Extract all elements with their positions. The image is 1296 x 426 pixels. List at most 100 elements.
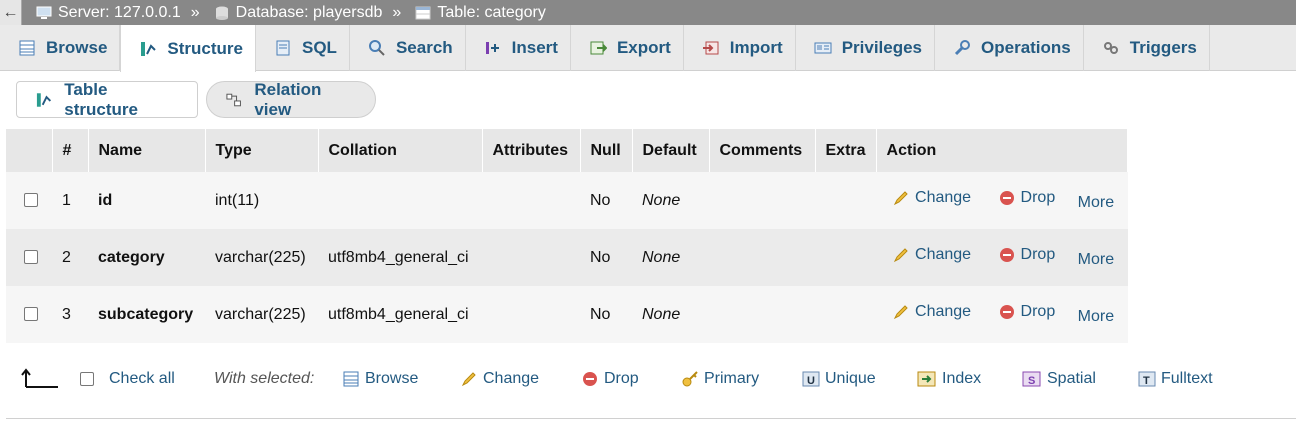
tab-import[interactable]: Import bbox=[684, 25, 796, 71]
bulk-index-label: Index bbox=[942, 370, 982, 387]
insert-icon bbox=[485, 42, 499, 54]
check-all[interactable]: Check all bbox=[80, 370, 175, 388]
tab-privileges[interactable]: Privileges bbox=[796, 25, 936, 71]
bulk-unique-label: Unique bbox=[825, 370, 876, 387]
change-link[interactable]: Change bbox=[892, 246, 971, 264]
row-checkbox[interactable] bbox=[24, 250, 38, 265]
breadcrumb-server[interactable]: Server: 127.0.0.1 bbox=[36, 4, 181, 22]
wrench-icon bbox=[954, 40, 971, 56]
row-name: id bbox=[88, 172, 205, 229]
row-null: No bbox=[580, 229, 632, 286]
header-null[interactable]: Null bbox=[580, 129, 633, 172]
header-extra[interactable]: Extra bbox=[815, 129, 877, 172]
change-link[interactable]: Change bbox=[892, 303, 971, 321]
bulk-drop-button[interactable]: Drop bbox=[581, 370, 639, 388]
row-checkbox[interactable] bbox=[24, 307, 38, 322]
bulk-browse-label: Browse bbox=[365, 370, 419, 387]
header-type[interactable]: Type bbox=[205, 129, 319, 172]
header-select bbox=[6, 129, 53, 172]
tab-sql[interactable]: SQL bbox=[256, 25, 350, 71]
row-type: varchar(225) bbox=[205, 286, 318, 343]
tab-browse-label: Browse bbox=[46, 38, 108, 57]
change-label: Change bbox=[915, 246, 972, 263]
tab-bar: Browse Structure SQL Search Insert Expor… bbox=[0, 25, 1296, 72]
breadcrumb-database[interactable]: Database: playersdb bbox=[214, 4, 382, 22]
row-checkbox-cell bbox=[6, 229, 52, 286]
row-default: None bbox=[632, 286, 709, 343]
row-name: subcategory bbox=[88, 286, 205, 343]
unique-icon: U bbox=[802, 371, 820, 387]
bulk-change-button[interactable]: Change bbox=[460, 370, 539, 388]
tab-export[interactable]: Export bbox=[571, 25, 684, 71]
row-collation bbox=[318, 172, 482, 229]
breadcrumb-separator: » bbox=[392, 3, 402, 21]
more-link[interactable]: More bbox=[1077, 308, 1115, 325]
relation-icon bbox=[226, 93, 241, 106]
check-all-checkbox[interactable] bbox=[80, 372, 94, 386]
subtab-table-structure[interactable]: Table structure bbox=[16, 80, 198, 119]
structure-icon bbox=[36, 92, 52, 107]
breadcrumb-server-label: Server: 127.0.0.1 bbox=[58, 3, 181, 21]
bulk-fulltext-label: Fulltext bbox=[1161, 370, 1213, 387]
row-comments bbox=[709, 172, 815, 229]
tab-structure[interactable]: Structure bbox=[120, 25, 256, 72]
row-number: 3 bbox=[52, 286, 88, 343]
table-row: 2 category varchar(225) utf8mb4_general_… bbox=[6, 229, 1128, 286]
database-icon bbox=[215, 6, 228, 20]
bulk-spatial-label: Spatial bbox=[1047, 370, 1096, 387]
row-checkbox-cell bbox=[6, 172, 52, 229]
drop-link[interactable]: Drop bbox=[998, 303, 1055, 321]
row-attributes bbox=[482, 286, 580, 343]
row-extra bbox=[815, 172, 877, 229]
index-icon bbox=[917, 371, 936, 387]
tab-browse[interactable]: Browse bbox=[0, 25, 121, 71]
drop-link[interactable]: Drop bbox=[998, 189, 1055, 207]
header-name[interactable]: Name bbox=[88, 129, 206, 172]
table-row: 1 id int(11) No None Change Drop More bbox=[6, 172, 1128, 229]
row-comments bbox=[709, 229, 815, 286]
row-name: category bbox=[88, 229, 205, 286]
more-link[interactable]: More bbox=[1077, 251, 1115, 268]
more-link[interactable]: More bbox=[1077, 194, 1115, 211]
header-attributes[interactable]: Attributes bbox=[482, 129, 581, 172]
bulk-fulltext-button[interactable]: T Fulltext bbox=[1138, 370, 1213, 388]
breadcrumb: ← Server: 127.0.0.1 » Database: playersd… bbox=[0, 0, 1296, 25]
check-all-label: Check all bbox=[109, 370, 175, 387]
tab-triggers[interactable]: Triggers bbox=[1084, 25, 1210, 71]
tab-insert[interactable]: Insert bbox=[466, 25, 571, 71]
back-arrow-icon[interactable]: ← bbox=[0, 0, 22, 25]
svg-text:U: U bbox=[807, 375, 815, 387]
row-type: varchar(225) bbox=[205, 229, 318, 286]
change-label: Change bbox=[915, 189, 972, 206]
subtab-relation-view[interactable]: Relation view bbox=[206, 80, 376, 119]
bulk-primary-button[interactable]: Primary bbox=[681, 370, 759, 388]
drop-label: Drop bbox=[1020, 246, 1056, 263]
header-collation[interactable]: Collation bbox=[318, 129, 483, 172]
row-actions: Change Drop More bbox=[876, 229, 1128, 286]
tab-triggers-label: Triggers bbox=[1129, 38, 1197, 57]
change-label: Change bbox=[915, 303, 972, 320]
bulk-unique-button[interactable]: U Unique bbox=[802, 370, 876, 388]
header-number[interactable]: # bbox=[52, 129, 89, 172]
change-link[interactable]: Change bbox=[892, 189, 971, 207]
bulk-browse-button[interactable]: Browse bbox=[342, 370, 418, 388]
bulk-spatial-button[interactable]: S Spatial bbox=[1022, 370, 1096, 388]
breadcrumb-table[interactable]: Table: category bbox=[415, 4, 546, 22]
tab-search[interactable]: Search bbox=[350, 25, 466, 71]
sql-icon bbox=[276, 40, 290, 56]
drop-link[interactable]: Drop bbox=[998, 246, 1056, 264]
tab-operations[interactable]: Operations bbox=[935, 25, 1084, 71]
key-icon bbox=[682, 371, 698, 387]
row-checkbox[interactable] bbox=[24, 193, 38, 208]
with-selected-label: With selected: bbox=[214, 370, 315, 387]
header-comments[interactable]: Comments bbox=[709, 129, 816, 172]
breadcrumb-table-label: Table: category bbox=[437, 3, 546, 21]
bulk-actions-bar: Check all With selected: Browse Change D… bbox=[0, 357, 1296, 401]
bulk-index-button[interactable]: Index bbox=[917, 370, 981, 388]
header-default[interactable]: Default bbox=[632, 129, 710, 172]
row-extra bbox=[815, 229, 877, 286]
privileges-icon bbox=[814, 42, 832, 54]
drop-icon bbox=[999, 191, 1014, 205]
divider bbox=[6, 418, 1296, 419]
row-default: None bbox=[632, 172, 709, 229]
